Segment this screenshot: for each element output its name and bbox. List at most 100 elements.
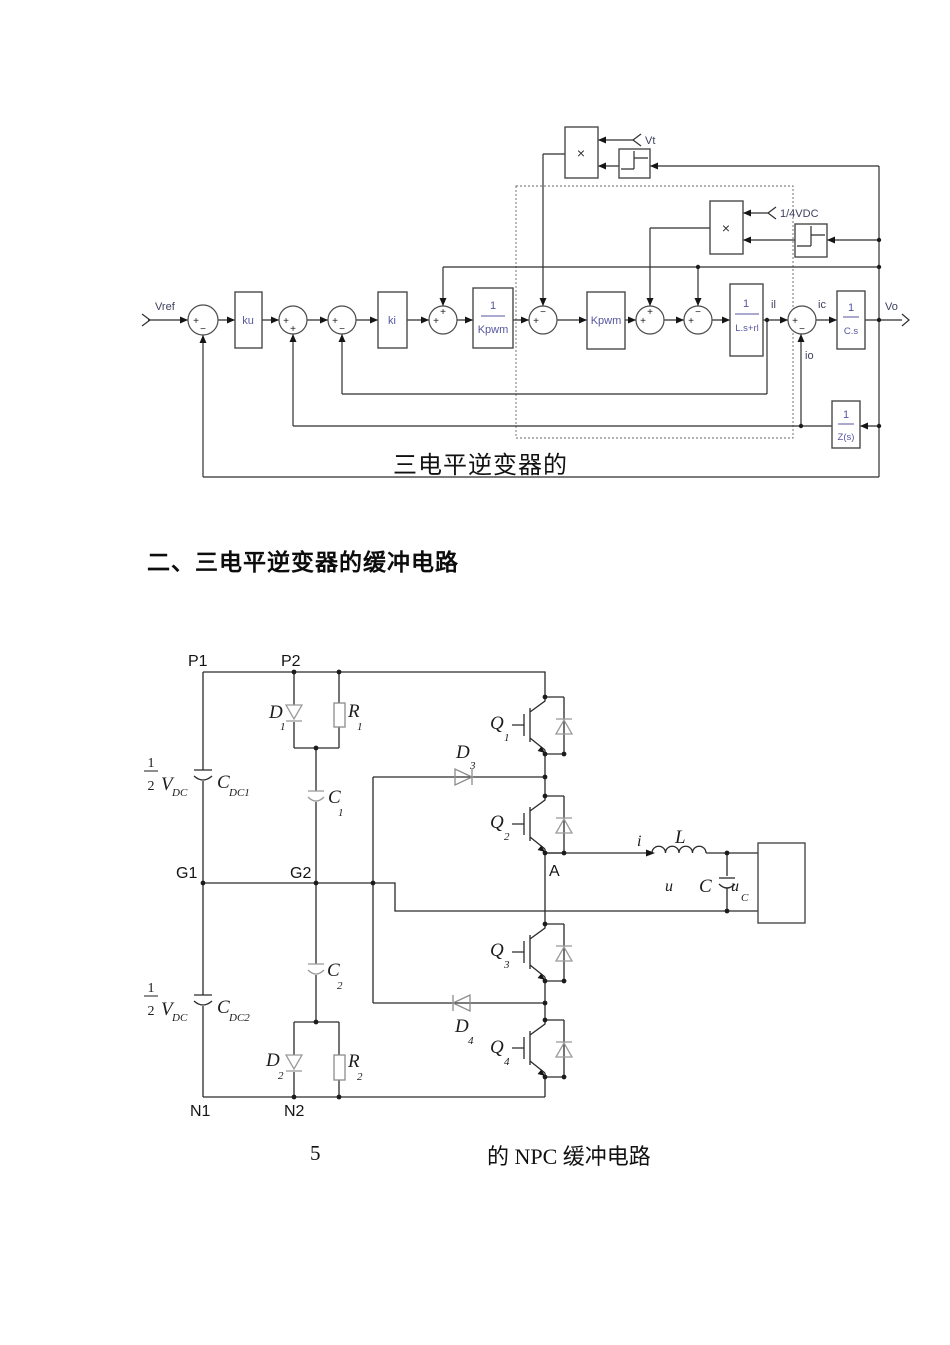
impedance-block: [831, 400, 861, 449]
node-n2-label: N2: [284, 1103, 305, 1120]
sum8-bottom-sign: −: [799, 324, 805, 335]
arrowheads: [180, 136, 868, 430]
sum-3: [327, 305, 357, 335]
d1-r1-branch-wires: [293, 672, 340, 749]
sum2-bottom-sign: +: [290, 324, 296, 335]
igbt-q2: [512, 795, 574, 854]
inv-kpwm-den: Kpwm: [478, 324, 509, 336]
control-block-diagram: + − + + + − + + + − + + + − + − ku ki 1: [141, 126, 910, 478]
sum8-left-sign: +: [792, 316, 798, 327]
diode-d1: [284, 704, 304, 722]
il-label: il: [771, 299, 776, 311]
impedance-num: 1: [843, 409, 849, 421]
input-port-icon: [141, 313, 151, 327]
svg-text:2: 2: [278, 1070, 284, 1082]
vt-port-icon: [632, 133, 642, 147]
sum7-top-sign: −: [695, 307, 701, 318]
figure1-caption: 三电平逆变器的: [393, 452, 568, 479]
mult1-output-wire: [542, 153, 565, 306]
capacitor-c1: [307, 790, 325, 802]
sum5-left-sign: +: [533, 316, 539, 327]
plant-den: L.s+rl: [735, 323, 759, 334]
multiplier1-block: [564, 126, 599, 179]
svg-text:D: D: [268, 702, 283, 723]
figure2-number: 5: [310, 1141, 321, 1165]
resistor-r2: [333, 1054, 346, 1081]
section-heading: 二、三电平逆变器的缓冲电路: [147, 549, 459, 575]
svg-text:R: R: [347, 701, 360, 722]
junction-dots: [695, 237, 882, 429]
sum-2: [278, 305, 308, 335]
sum-4: [428, 305, 458, 335]
current-arrow: [646, 849, 655, 857]
cf-label: C: [699, 876, 712, 897]
svg-text:2: 2: [504, 831, 510, 843]
svg-text:1: 1: [338, 807, 344, 819]
vdc-port-icon: [767, 206, 777, 220]
sum6-left-sign: +: [640, 316, 646, 327]
cap-tf-den: C.s: [844, 326, 859, 337]
current-i-label: i: [637, 833, 641, 850]
vt-label: Vt: [645, 135, 655, 147]
tf-blocks: ku ki 1 Kpwm Kpwm 1 L.s+rl 1 C.s 1 Z(s): [234, 283, 866, 449]
igbt-q3: [512, 923, 574, 982]
svg-text:V: V: [161, 999, 175, 1020]
sum6-top-sign: +: [647, 307, 653, 318]
il-feedback-wire: [341, 320, 768, 395]
sum1-bottom-sign: −: [200, 324, 206, 335]
impedance-den: Z(s): [838, 432, 855, 443]
svg-text:R: R: [347, 1051, 360, 1072]
cap-tf-block: [836, 290, 866, 350]
igbt-q4: [512, 1019, 574, 1078]
svg-text:3: 3: [503, 959, 510, 971]
uc-label: u: [731, 878, 739, 895]
ic-label: ic: [818, 299, 826, 311]
capacitor-cdc2: [193, 994, 213, 1006]
diode-d2: [284, 1054, 304, 1072]
diode-d4: [451, 993, 471, 1013]
node-p2-label: P2: [281, 653, 301, 670]
svg-text:D: D: [455, 742, 470, 763]
capacitor-c2: [307, 963, 325, 975]
diode-d3: [454, 767, 474, 787]
inductor-l-label: L: [674, 827, 686, 848]
sum-6: [635, 305, 665, 335]
sum5-top-sign: −: [540, 307, 546, 318]
modulator-blocks: × ×: [564, 126, 828, 258]
ki-label: ki: [388, 315, 396, 327]
svg-text:Q: Q: [490, 812, 504, 833]
sum4-left-sign: +: [433, 316, 439, 327]
sum-7: [683, 305, 713, 335]
dotted-subsystem-box: [515, 185, 794, 439]
svg-text:4: 4: [468, 1035, 474, 1047]
gain-block-ku: [234, 291, 263, 349]
svg-text:1: 1: [148, 981, 155, 996]
cap-tf-num: 1: [848, 302, 854, 314]
svg-text:C: C: [327, 960, 340, 981]
svg-text:C: C: [217, 997, 230, 1018]
svg-text:DC2: DC2: [228, 1012, 250, 1024]
sum1-left-sign: +: [193, 316, 199, 327]
gain-block-ki: [377, 291, 408, 349]
svg-text:1: 1: [280, 721, 286, 733]
component-labels: D 1 R 1 C 1 C 2 D 2 R 2 D 3 D 4 Q 1 Q 2 …: [265, 701, 749, 1083]
quarter-vdc-label: 1/4VDC: [780, 208, 819, 220]
kpwm-label: Kpwm: [591, 315, 622, 327]
summing-junctions: + − + + + − + + + − + + + − + −: [187, 304, 817, 336]
sum4-top-sign: +: [440, 307, 446, 318]
node-n1-label: N1: [190, 1103, 211, 1120]
load-box: [757, 842, 806, 924]
vref-label: Vref: [155, 301, 176, 313]
svg-text:DC1: DC1: [228, 787, 250, 799]
sum-5: [528, 305, 558, 335]
sum-8: [787, 305, 817, 335]
circuit-dots: [200, 669, 730, 1100]
ku-label: ku: [242, 315, 254, 327]
svg-text:V: V: [161, 774, 175, 795]
multiplier2-x-icon: ×: [722, 220, 730, 236]
svg-text:1: 1: [357, 721, 363, 733]
vo-outer-feedback-wire: [202, 335, 879, 478]
svg-text:3: 3: [469, 760, 476, 772]
